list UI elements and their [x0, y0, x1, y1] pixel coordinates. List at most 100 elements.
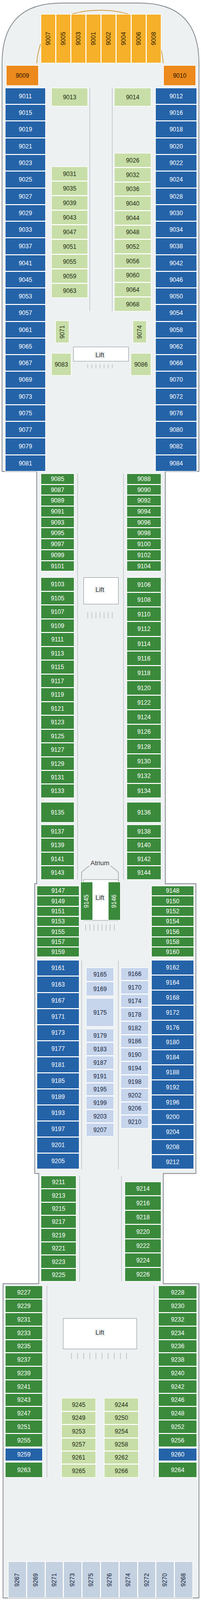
cabin-number: 9176 — [165, 1026, 180, 1033]
cabin-number: 9130 — [137, 759, 151, 766]
cabin-number: 9251 — [17, 1426, 31, 1433]
cabin-number: 9143 — [50, 871, 65, 878]
cabin-number: 9088 — [137, 476, 151, 483]
cabin: 9006 — [131, 14, 147, 64]
cabin: 9012 — [155, 87, 197, 105]
cabin: 9249 — [61, 1414, 96, 1428]
cabin-number: 9090 — [137, 487, 151, 494]
cabin: 9164 — [151, 976, 194, 992]
cabin: 9122 — [126, 696, 162, 712]
cabin-number: 9153 — [51, 920, 65, 927]
cabin-number: 9239 — [17, 1372, 31, 1379]
cabin: 9018 — [155, 121, 197, 139]
cabin-number: 9119 — [51, 692, 65, 699]
cabin: 9211 — [40, 1177, 77, 1191]
stairs — [71, 364, 127, 1362]
cabin-number: 9198 — [128, 1080, 142, 1087]
cabin: 9256 — [158, 1436, 197, 1450]
cabin-number: 9202 — [128, 1094, 142, 1101]
cabin: 9111 — [40, 633, 75, 648]
cabin: 9124 — [126, 711, 162, 726]
cabin-number: 9102 — [137, 553, 151, 560]
cabin-number: 9027 — [18, 193, 33, 200]
cabin: 9027 — [5, 188, 46, 206]
cabin: 9187 — [85, 1057, 115, 1072]
cabin-number: 9265 — [71, 1470, 86, 1477]
cabin-number: 9183 — [93, 1048, 108, 1055]
cabin-number: 9228 — [170, 1291, 185, 1298]
cabin: 9275 — [81, 1564, 101, 1600]
cabin-number: 9025 — [18, 176, 33, 183]
cabin: 9227 — [5, 1287, 43, 1302]
cabin-number: 9253 — [71, 1431, 86, 1438]
cabin-number: 9246 — [170, 1399, 185, 1406]
cabin-number: 9106 — [137, 582, 151, 589]
cabin-number: 9066 — [169, 360, 183, 367]
cabin: 9108 — [126, 593, 162, 609]
cabin-number: 9124 — [137, 715, 151, 722]
cabin: 9004 — [116, 14, 132, 64]
cabin: 9061 — [5, 322, 46, 339]
cabin: 9188 — [151, 1066, 194, 1082]
cabin: 9068 — [114, 297, 152, 313]
hull — [2, 3, 199, 1600]
cabin: 9062 — [155, 338, 197, 356]
area-label: Lift — [94, 895, 106, 903]
cabin-number: 9054 — [169, 310, 183, 317]
cabin-number: 9244 — [114, 1404, 129, 1411]
cabin-number: 9234 — [170, 1332, 185, 1339]
cabin: 9112 — [126, 622, 162, 638]
cabin: 9163 — [36, 977, 80, 995]
cabin-number: 9074 — [136, 325, 143, 340]
cabin: 9090 — [126, 485, 162, 496]
cabin: 9028 — [155, 188, 197, 206]
cabin-number: 9249 — [71, 1417, 86, 1424]
cabin: 9039 — [51, 195, 88, 211]
cabin-number: 9116 — [137, 656, 151, 663]
cabin-number: 9132 — [137, 774, 151, 781]
cabin: 9178 — [120, 1009, 149, 1024]
cabin-number: 9118 — [137, 671, 151, 678]
cabin-number: 9125 — [50, 734, 65, 741]
cabin: 9199 — [85, 1097, 115, 1112]
cabin-number: 9192 — [165, 1086, 180, 1093]
cabin: 9114 — [126, 637, 162, 653]
cabin-number: 9231 — [17, 1319, 31, 1326]
cabin: 9259 — [5, 1450, 43, 1464]
cabin: 9098 — [126, 528, 162, 540]
cabin: 9272 — [137, 1564, 156, 1600]
cabin-number: 9086 — [134, 362, 148, 369]
cabin: 9212 — [151, 1156, 194, 1172]
cabin: 9083 — [51, 353, 72, 377]
cabin: 9129 — [40, 758, 75, 772]
cabin-number: 9259 — [17, 1454, 31, 1461]
cabin: 9066 — [155, 355, 197, 372]
cabin: 9166 — [120, 969, 149, 983]
cabin: 9059 — [51, 269, 88, 284]
cabin: 9118 — [126, 666, 162, 682]
cabin: 9015 — [5, 104, 46, 122]
cabin-number: 9064 — [126, 287, 140, 294]
cabin: 9191 — [85, 1071, 115, 1085]
cabin-number: 9048 — [126, 229, 140, 236]
cabin: 9011 — [5, 87, 46, 105]
cabin: 9143 — [40, 867, 75, 882]
cabin: 9268 — [174, 1564, 193, 1600]
cabin-number: 9057 — [18, 310, 33, 317]
cabin: 9002 — [101, 14, 117, 64]
cabin: 9247 — [5, 1409, 43, 1423]
cabin: 9106 — [126, 578, 162, 594]
cabin: 9192 — [151, 1081, 194, 1097]
cabin: 9064 — [114, 282, 152, 298]
cabin: 9139 — [40, 839, 75, 854]
cabin: 9150 — [151, 897, 194, 909]
cabin: 9032 — [114, 167, 152, 183]
cabin: 9079 — [5, 438, 46, 456]
cabin-number: 9045 — [18, 277, 33, 284]
cabin-number: 9108 — [137, 597, 151, 605]
cabin-number: 9217 — [51, 1221, 66, 1228]
cabin-number: 9112 — [137, 627, 151, 634]
cabin-number: 9167 — [51, 999, 65, 1006]
cabin: 9186 — [120, 1036, 149, 1050]
cabin: 9045 — [5, 271, 46, 289]
